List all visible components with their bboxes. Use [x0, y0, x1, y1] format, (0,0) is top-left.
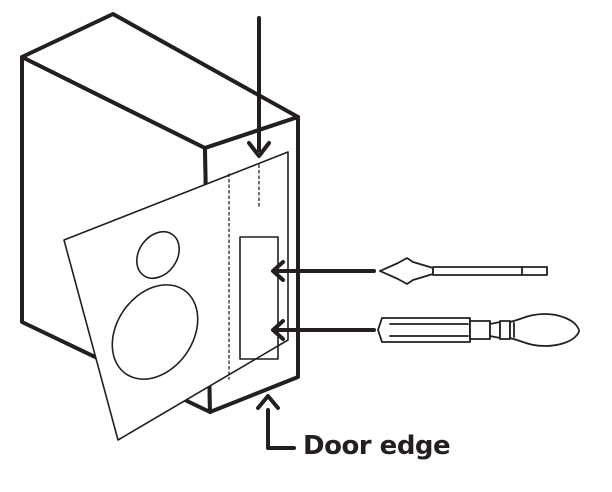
spade-bit-icon: [380, 258, 547, 284]
callout-arrow-icon: [258, 396, 294, 448]
door-edge-label: Door edge: [303, 433, 450, 459]
chisel-icon: [378, 314, 579, 346]
